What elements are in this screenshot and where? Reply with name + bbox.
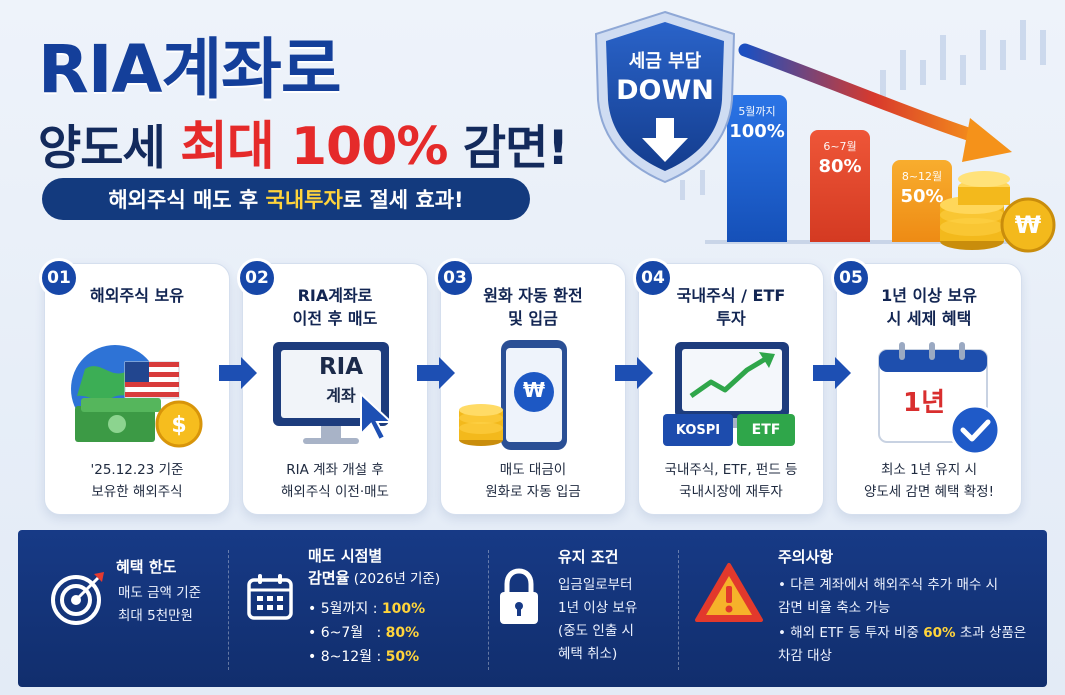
rate-label: • 8~12월 : xyxy=(308,648,386,665)
caution-item2-suffix: 초과 상품은 차감 대상 xyxy=(778,625,1027,664)
step-number-badge: 03 xyxy=(435,258,475,298)
trend-down-arrow-icon xyxy=(738,43,1012,162)
caution-item2-highlight: 60% xyxy=(923,625,956,641)
step-title: 원화 자동 환전 및 입금 xyxy=(483,286,583,329)
step-number-badge: 05 xyxy=(831,258,871,298)
info-panel: 혜택 한도 매도 금액 기준 최대 5천만원 매도 시점별 감면율 (2026년… xyxy=(18,530,1047,687)
globe-money-icon: $ xyxy=(71,345,203,448)
rates-title-block: 매도 시점별 감면율 (2026년 기준) xyxy=(308,546,440,590)
step-title: 해외주식 보유 xyxy=(90,286,184,305)
title-suffix: 감면! xyxy=(447,121,569,176)
kospi-tag: KOSPI xyxy=(663,414,733,446)
shield-line2: DOWN xyxy=(616,74,714,106)
lock-icon xyxy=(500,568,538,624)
etf-tag: ETF xyxy=(737,414,795,446)
rate-value: 100% xyxy=(381,601,426,617)
step-number-badge: 02 xyxy=(237,258,277,298)
step-description: RIA 계좌 개설 후 해외주식 이전·매도 xyxy=(281,462,389,500)
rate-value: 80% xyxy=(385,624,420,641)
bar-period-label: 5월까지 xyxy=(738,105,776,118)
title-prefix: 양도세 xyxy=(38,121,181,176)
won-symbol: ₩ xyxy=(522,378,546,402)
step-number-badge: 01 xyxy=(39,258,79,298)
rate-label: • 6~7월 : xyxy=(308,624,386,641)
panel-divider xyxy=(228,550,229,670)
step-description: '25.12.23 기준 보유한 해외주식 xyxy=(90,462,184,500)
step-card-1: 01 해외주식 보유 $ '25.12.23 기준 보유한 해외주식 xyxy=(39,258,230,515)
tagline-suffix: 로 절세 효과! xyxy=(342,188,464,212)
arrow-right-icon xyxy=(615,357,653,389)
step-card-5: 05 1년 이상 보유 시 세제 혜택 1년 최소 1년 유지 시 양도세 감면… xyxy=(831,258,1022,515)
limit-title: 혜택 한도 xyxy=(116,558,177,576)
screen-line1: RIA xyxy=(318,354,364,380)
tagline-prefix: 해외주식 매도 후 xyxy=(108,188,259,212)
keep-title: 유지 조건 xyxy=(558,548,619,566)
target-icon xyxy=(51,572,104,625)
step-card-4: 04 국내주식 / ETF 투자 KOSPI ETF 국내주식, ETF, 펀드… xyxy=(633,258,824,515)
calendar-label: 1년 xyxy=(902,388,945,418)
svg-text:₩: ₩ xyxy=(1015,211,1042,239)
step-title: 1년 이상 보유 시 세제 혜택 xyxy=(881,286,977,329)
caution-item-2: • 해외 ETF 등 투자 비중 60% 초과 상품은 차감 대상 xyxy=(778,622,1026,668)
title-highlight: 최대 100% xyxy=(180,117,448,177)
panel-divider xyxy=(488,550,489,670)
rate-item: • 5월까지 : 100% xyxy=(308,598,425,622)
bar-rate-label: 80% xyxy=(818,156,862,177)
shield-icon xyxy=(594,10,736,184)
caution-title: 주의사항 xyxy=(778,548,834,566)
keep-text: 입금일로부터 1년 이상 보유 (중도 인출 시 혜택 취소) xyxy=(558,577,638,662)
main-title: RIA계좌로 xyxy=(38,31,342,108)
caution-item-1: • 다른 계좌에서 해외주식 추가 매수 시 감면 비율 축소 가능 xyxy=(778,577,999,616)
calendar-check-icon xyxy=(878,342,1001,454)
step-title: 국내주식 / ETF 투자 xyxy=(676,286,786,329)
caution-item2-prefix: • 해외 ETF 등 투자 비중 xyxy=(778,625,924,641)
rates-note: (2026년 기준) xyxy=(349,570,441,587)
arrow-right-icon xyxy=(813,357,851,389)
monitor-cursor-icon xyxy=(273,342,394,444)
step-title: RIA계좌로 이전 후 매도 xyxy=(292,286,378,329)
svg-text:$: $ xyxy=(171,413,186,438)
step-card-3: 03 원화 자동 환전 및 입금 ₩ 매도 대금이 원화로 자동 입금 xyxy=(435,258,626,515)
step-description: 매도 대금이 원화로 자동 입금 xyxy=(485,462,581,500)
shield-line1: 세금 부담 xyxy=(628,51,702,72)
phone-coins-icon xyxy=(459,340,567,450)
shield-label: 세금 부담 DOWN xyxy=(590,52,740,105)
main-subtitle: 양도세 최대 100% 감면! xyxy=(38,104,569,179)
arrow-right-icon xyxy=(417,357,455,389)
rate-item: • 8~12월 : 50% xyxy=(308,646,425,670)
step-number-badge: 04 xyxy=(633,258,673,298)
rate-label: • 5월까지 : xyxy=(308,601,382,617)
step-description: 국내주식, ETF, 펀드 등 국내시장에 재투자 xyxy=(664,462,798,500)
warning-icon xyxy=(695,563,763,622)
bar-period-label: 8~12월 xyxy=(901,170,943,183)
bar-period-label: 6~7월 xyxy=(823,140,857,153)
arrow-right-icon xyxy=(219,357,257,389)
calendar-icon xyxy=(247,574,293,620)
tagline-highlight: 국내투자 xyxy=(265,188,343,212)
ria-screen-label: RIA 계좌 xyxy=(301,354,381,406)
rate-item: • 6~7월 : 80% xyxy=(308,622,425,646)
limit-text: 매도 금액 기준 최대 5천만원 xyxy=(118,585,202,624)
coin-stack-icon: ₩ xyxy=(940,171,1056,253)
panel-divider xyxy=(678,550,679,670)
bar-rate-label: 100% xyxy=(729,121,785,142)
step-card-2: 02 RIA계좌로 이전 후 매도 RIA 계좌 RIA 계좌 개설 후 해외주… xyxy=(237,258,428,515)
rate-value: 50% xyxy=(385,648,420,665)
rates-list: • 5월까지 : 100% • 6~7월 : 80% • 8~12월 : 50% xyxy=(308,598,425,669)
step-description: 최소 1년 유지 시 양도세 감면 혜택 확정! xyxy=(863,462,995,500)
screen-line2: 계좌 xyxy=(326,386,356,405)
rates-title: 매도 시점별 감면율 xyxy=(308,547,383,587)
rate-bar-june-july: 6~7월 80% xyxy=(810,130,870,242)
rate-bar-may: 5월까지 100% xyxy=(727,95,787,242)
hero-graphic: 5월까지 100% 6~7월 80% 8~12월 50% xyxy=(580,0,1065,253)
candlestick-background xyxy=(680,20,1046,244)
bar-rate-label: 50% xyxy=(900,186,944,207)
